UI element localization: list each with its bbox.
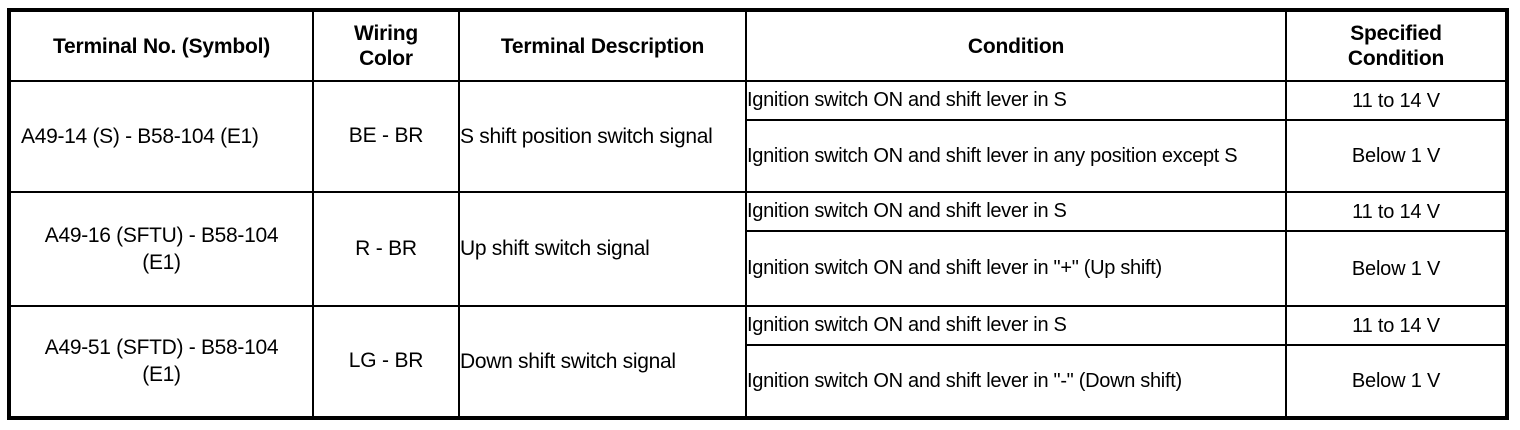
cell-terminal-no-line1: A49-51 (SFTD) - B58-104 xyxy=(44,336,279,360)
cell-terminal-no-line2: (E1) xyxy=(142,363,181,387)
table-row: A49-16 (SFTU) - B58-104 (E1) R - BR Up s… xyxy=(8,190,1508,307)
cell-specified-condition: Below 1 V xyxy=(1285,230,1508,307)
cell-terminal-description: Down shift switch signal xyxy=(458,304,747,420)
table-row: A49-14 (S) - B58-104 (E1) BE - BR S shif… xyxy=(8,79,1508,193)
cell-wiring-color: R - BR xyxy=(312,190,460,307)
cell-condition: Ignition switch ON and shift lever in S xyxy=(745,79,1287,122)
table-row: Ignition switch ON and shift lever in an… xyxy=(9,119,1508,193)
terminal-specification-table: Terminal No. (Symbol) Wiring Color Termi… xyxy=(7,8,1509,420)
cell-condition: Ignition switch ON and shift lever in an… xyxy=(745,119,1287,193)
cell-condition: Ignition switch ON and shift lever in S xyxy=(745,190,1287,233)
cell-specified-condition: 11 to 14 V xyxy=(1285,304,1508,347)
column-header-terminal-no: Terminal No. (Symbol) xyxy=(8,9,314,82)
cell-condition: Ignition switch ON and shift lever in "+… xyxy=(745,230,1287,307)
cell-condition: Ignition switch ON and shift lever in "-… xyxy=(745,344,1287,419)
column-header-terminal-description: Terminal Description xyxy=(458,9,747,82)
column-header-specified-condition-line1: Specified xyxy=(1350,22,1442,45)
column-header-wiring-color-line2: Color xyxy=(359,47,413,70)
column-header-wiring-color: Wiring Color xyxy=(312,9,460,82)
cell-terminal-no: A49-14 (S) - B58-104 (E1) xyxy=(8,80,314,193)
cell-terminal-no: A49-16 (SFTU) - B58-104 (E1) xyxy=(8,190,314,307)
cell-specified-condition: 11 to 14 V xyxy=(1285,79,1508,122)
cell-terminal-no: A49-51 (SFTD) - B58-104 (E1) xyxy=(8,304,314,420)
table-row: Ignition switch ON and shift lever in "-… xyxy=(9,344,1508,419)
cell-terminal-no-line2: (E1) xyxy=(142,250,181,274)
cell-terminal-description: S shift position switch signal xyxy=(458,80,747,193)
cell-specified-condition: 11 to 14 V xyxy=(1285,190,1508,233)
table-row: Ignition switch ON and shift lever in "+… xyxy=(9,230,1508,307)
column-header-specified-condition-line2: Condition xyxy=(1347,47,1445,70)
cell-specified-condition: Below 1 V xyxy=(1285,344,1508,419)
cell-specified-condition: Below 1 V xyxy=(1285,119,1508,193)
table-body: A49-14 (S) - B58-104 (E1) BE - BR S shif… xyxy=(8,79,1508,420)
cell-wiring-color: LG - BR xyxy=(312,304,460,420)
table-header: Terminal No. (Symbol) Wiring Color Termi… xyxy=(8,9,1508,82)
column-header-condition: Condition xyxy=(745,9,1287,82)
column-header-specified-condition: Specified Condition xyxy=(1285,9,1508,82)
table-row: A49-51 (SFTD) - B58-104 (E1) LG - BR Dow… xyxy=(8,304,1508,420)
cell-wiring-color: BE - BR xyxy=(312,80,460,193)
cell-terminal-no-line1: A49-16 (SFTU) - B58-104 xyxy=(44,223,279,247)
header-row: Terminal No. (Symbol) Wiring Color Termi… xyxy=(8,9,1508,82)
cell-terminal-description: Up shift switch signal xyxy=(458,190,747,307)
cell-condition: Ignition switch ON and shift lever in S xyxy=(745,304,1287,347)
column-header-wiring-color-line1: Wiring xyxy=(354,22,418,45)
